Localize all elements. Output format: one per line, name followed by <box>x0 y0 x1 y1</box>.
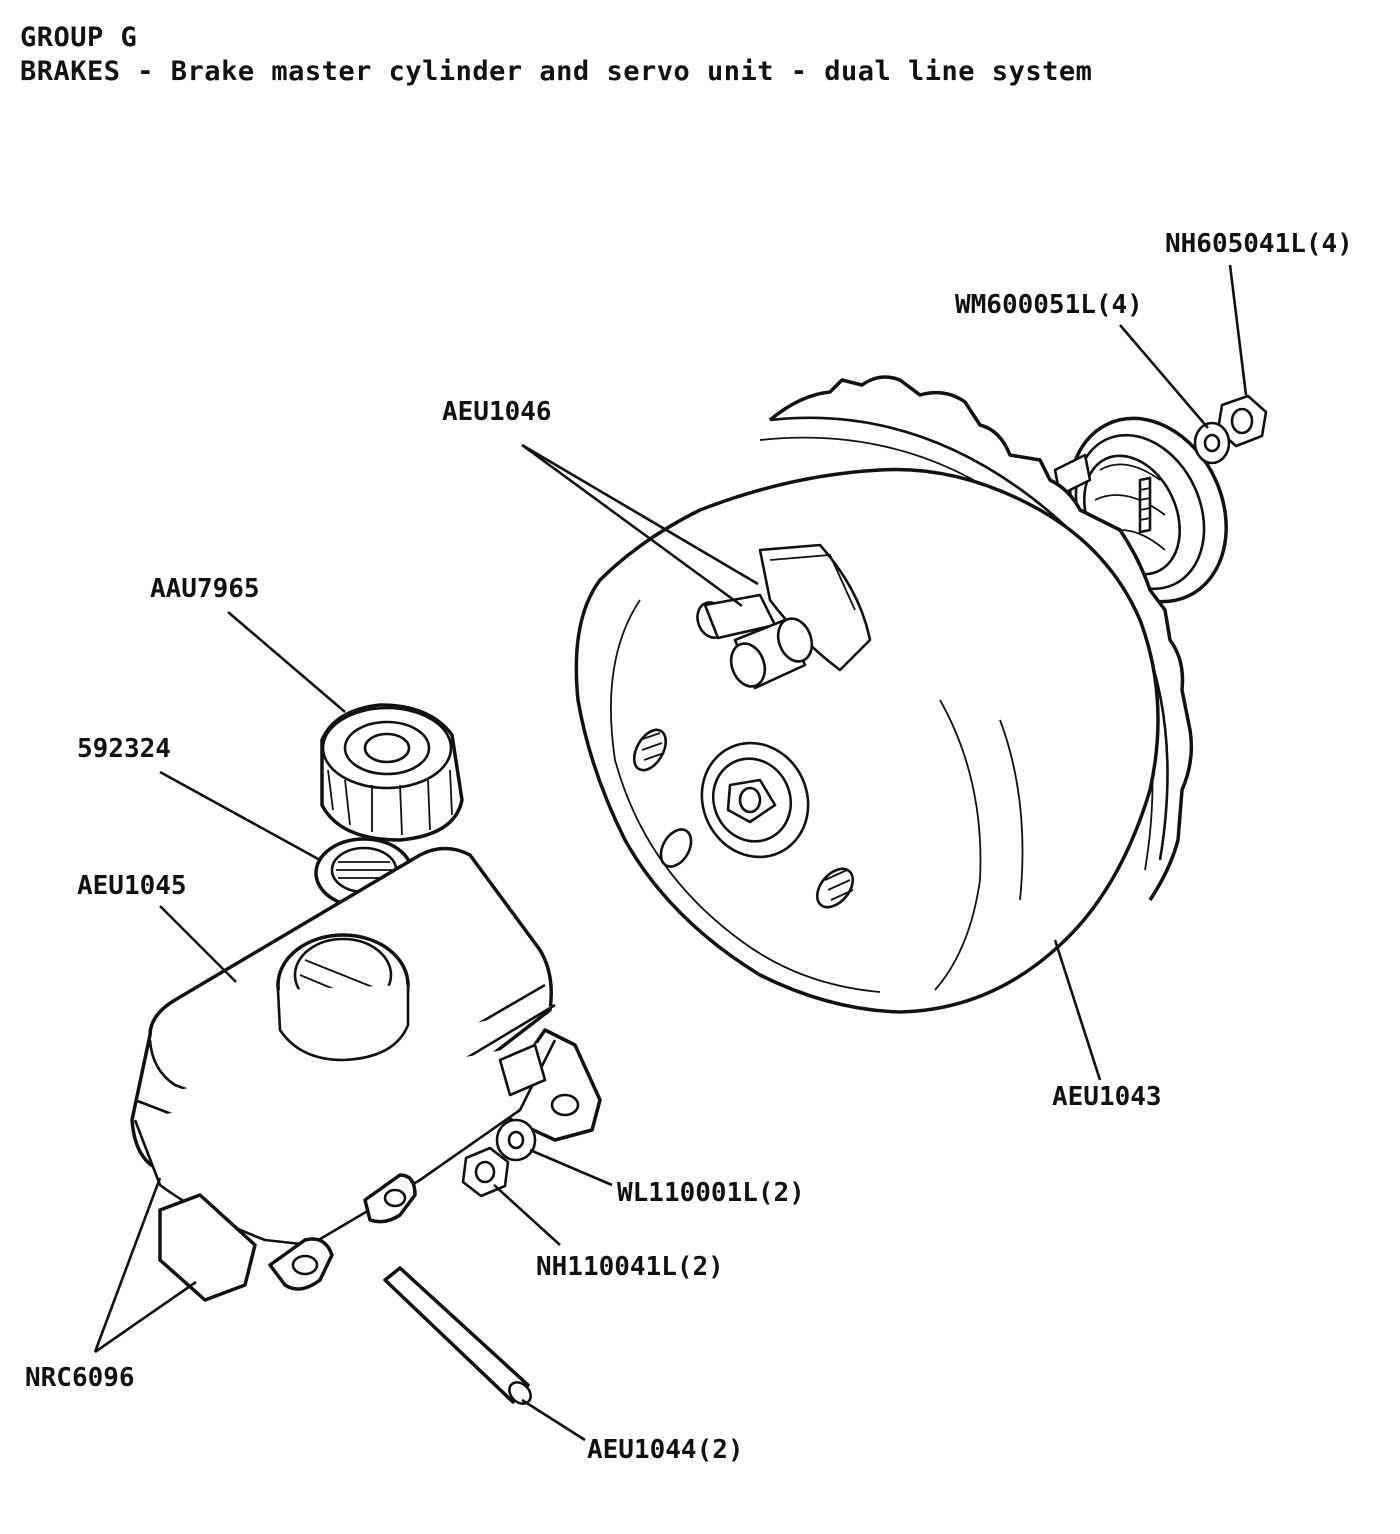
label-aau7965: AAU7965 <box>150 574 260 604</box>
leader-aeu1046-a <box>521 443 743 608</box>
leader-aeu1046-b <box>521 443 759 586</box>
label-592324: 592324 <box>77 734 171 764</box>
leader-592324 <box>159 770 321 862</box>
servo-nut <box>1216 394 1268 448</box>
diagram-title: BRAKES - Brake master cylinder and servo… <box>20 56 1093 87</box>
leader-aeu1045 <box>159 905 237 983</box>
label-aeu1045: AEU1045 <box>77 871 187 901</box>
label-aeu1044: AEU1044(2) <box>587 1435 744 1465</box>
leader-aeu1044 <box>521 1398 586 1442</box>
servo-unit <box>574 375 1228 1014</box>
servo-front-studs <box>632 728 855 909</box>
servo-stud <box>1138 476 1152 534</box>
leader-nh110041l <box>493 1184 561 1246</box>
servo-centre-boss <box>700 741 810 859</box>
mc-nut <box>461 1146 510 1198</box>
label-nh605041l: NH605041L(4) <box>1165 229 1353 259</box>
leader-wl110001l <box>529 1148 613 1187</box>
leader-lines <box>93 264 1248 1442</box>
vacuum-valve-stubs <box>696 593 814 690</box>
label-aeu1043: AEU1043 <box>1052 1082 1162 1112</box>
stud-rod <box>383 1266 532 1405</box>
master-cylinder <box>130 846 602 1302</box>
label-wm600051l: WM600051L(4) <box>955 290 1143 320</box>
leader-nrc6096-b <box>94 1280 197 1354</box>
label-aeu1046: AEU1046 <box>442 397 552 427</box>
leader-nrc6096-a <box>93 1177 162 1353</box>
leader-wm600051l <box>1119 324 1209 429</box>
label-nrc6096: NRC6096 <box>25 1363 135 1393</box>
filler-cap <box>320 703 464 842</box>
leader-aau7965 <box>227 611 346 713</box>
mc-washer <box>495 1118 537 1162</box>
leader-nh605041l <box>1228 264 1248 396</box>
group-heading: GROUP G <box>20 22 138 53</box>
leader-aeu1043 <box>1053 939 1102 1081</box>
servo-washer <box>1193 421 1231 465</box>
label-wl110001l: WL110001L(2) <box>617 1178 805 1208</box>
label-nh110041l: NH110041L(2) <box>536 1252 724 1282</box>
